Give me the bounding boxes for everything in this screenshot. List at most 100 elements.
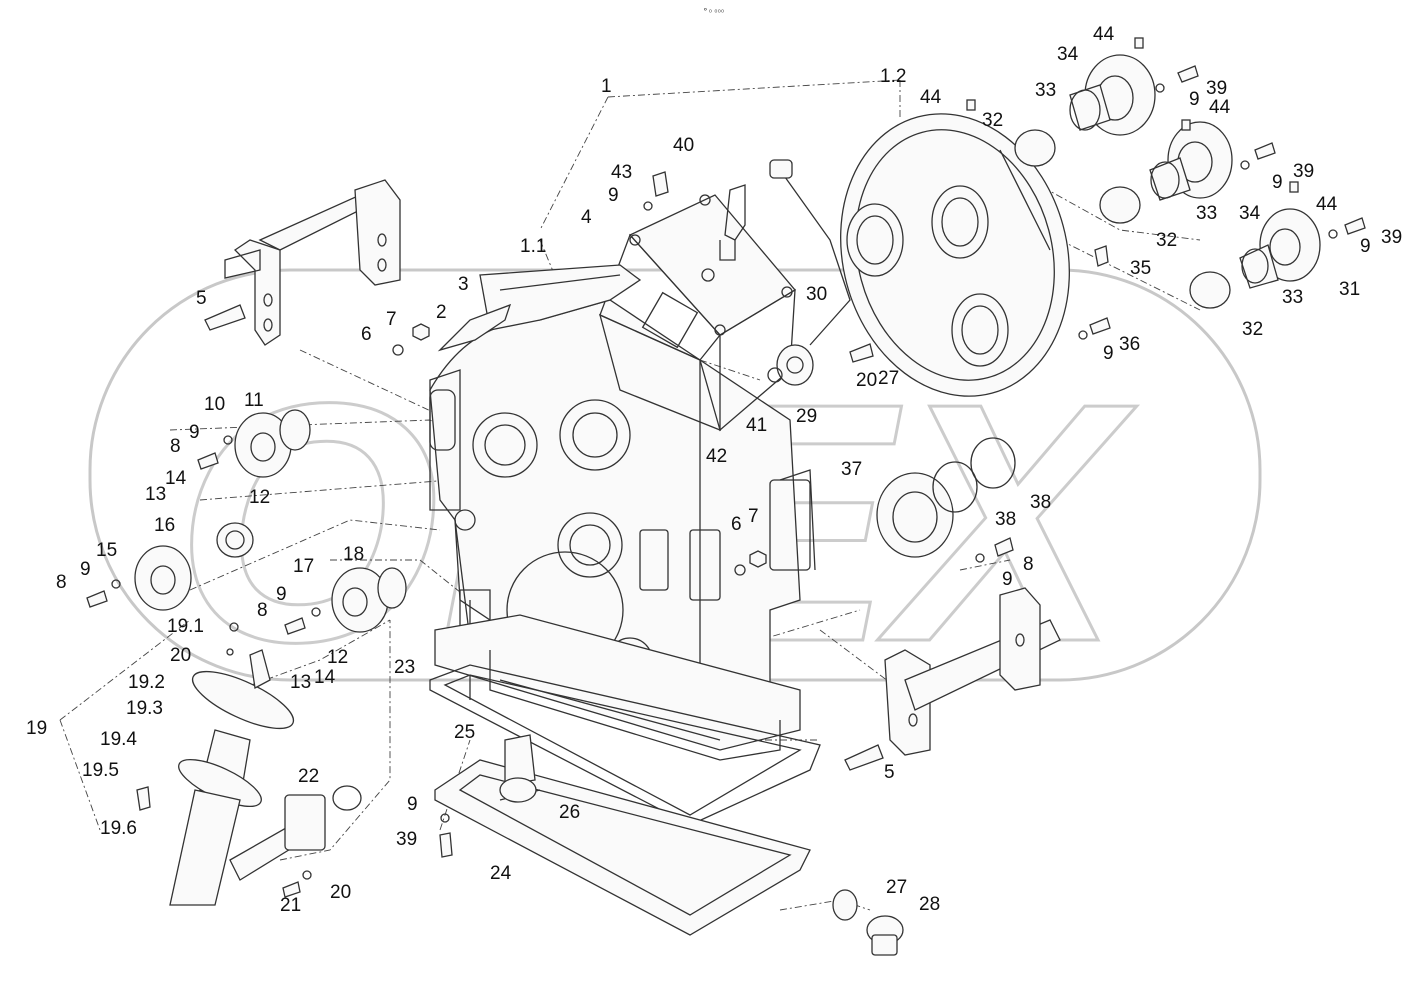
part-label-5: 5 (196, 288, 207, 309)
part-label-14: 14 (314, 667, 336, 688)
part-label-26: 26 (559, 802, 580, 823)
part-label-32: 32 (1156, 230, 1177, 251)
part-label-9: 9 (1002, 569, 1013, 590)
part-label-27: 27 (878, 368, 899, 389)
part-label-6: 6 (731, 514, 742, 535)
part-label-19-2: 19.2 (128, 672, 165, 693)
part-label-39: 39 (1293, 161, 1314, 182)
part-label-44: 44 (1316, 194, 1338, 215)
part-label-33: 33 (1196, 203, 1217, 224)
part-label-18: 18 (343, 544, 364, 565)
top-inspection-cover (599, 184, 796, 432)
part-label-24: 24 (490, 863, 512, 884)
part-label-13: 13 (290, 672, 311, 693)
flange-10 (234, 409, 311, 478)
part-label-34: 34 (1057, 44, 1079, 65)
part-label-10: 10 (204, 394, 225, 415)
part-label-1-2: 1.2 (880, 66, 906, 87)
part-label-25: 25 (454, 722, 475, 743)
part-label-19-4: 19.4 (100, 729, 137, 750)
part-label-32: 32 (1242, 319, 1263, 340)
part-label-44: 44 (920, 87, 942, 108)
gasket-23 (429, 664, 821, 826)
part-label-38: 38 (995, 509, 1016, 530)
large-side-cover (840, 113, 1070, 397)
part-label-5: 5 (884, 762, 895, 783)
part-label-38: 38 (1030, 492, 1051, 513)
left-mounting-bracket (224, 179, 401, 346)
part-label-9: 9 (1272, 172, 1283, 193)
part-label-4: 4 (581, 207, 592, 228)
flange-38 (876, 437, 1016, 558)
pickup-25-26 (499, 734, 537, 803)
part-label-19-1: 19.1 (167, 616, 204, 637)
part-label-21: 21 (280, 895, 301, 916)
part-label-33: 33 (1282, 287, 1303, 308)
bearing-cap-34-mid (1149, 121, 1233, 201)
part-label-19-6: 19.6 (100, 818, 137, 839)
part-label-43: 43 (611, 162, 632, 183)
part-label-42: 42 (706, 446, 727, 467)
part-label-9: 9 (189, 422, 200, 443)
part-label-34: 34 (1239, 203, 1261, 224)
seal-16 (216, 522, 254, 558)
part-label-9: 9 (1360, 236, 1371, 257)
part-label-28: 28 (919, 894, 940, 915)
part-label-20: 20 (170, 645, 191, 666)
part-label-9: 9 (1103, 343, 1114, 364)
part-label-19: 19 (26, 718, 47, 739)
part-label-9: 9 (1189, 89, 1200, 110)
part-label-6: 6 (361, 324, 372, 345)
part-label-23: 23 (394, 657, 415, 678)
part-label-12: 12 (249, 487, 270, 508)
part-label-41: 41 (746, 415, 767, 436)
fasteners (86, 37, 1366, 898)
bearing-cap-31 (1239, 208, 1321, 289)
part-label-17: 17 (293, 556, 314, 577)
bearing-cap-34-top (1069, 54, 1156, 136)
part-label-22: 22 (298, 766, 319, 787)
side-bracket-plate (437, 264, 642, 352)
part-label-19-3: 19.3 (126, 698, 163, 719)
part-label-40: 40 (673, 135, 694, 156)
part-label-12: 12 (327, 647, 348, 668)
part-label-8: 8 (170, 436, 181, 457)
part-labels: 1 1.2 1.1 2 3 4 5 5 6 6 7 7 8 8 8 8 9 9 … (26, 24, 1402, 916)
part-label-2: 2 (436, 302, 447, 323)
right-mounting-bracket (884, 587, 1061, 756)
header-mark: ⚬₀ ₀₀₀ (702, 5, 724, 14)
drain-plug-27-28 (832, 889, 904, 956)
part-label-27: 27 (886, 877, 907, 898)
part-label-39: 39 (1381, 227, 1402, 248)
part-label-1-1: 1.1 (520, 236, 546, 257)
bushings-32 (1014, 129, 1231, 309)
part-label-9: 9 (407, 794, 418, 815)
flange-15 (134, 545, 192, 611)
part-label-29: 29 (796, 406, 817, 427)
part-label-35: 35 (1130, 258, 1151, 279)
part-label-36: 36 (1119, 334, 1140, 355)
part-label-30: 30 (806, 284, 827, 305)
part-label-7: 7 (748, 506, 759, 527)
part-label-1: 1 (601, 76, 612, 97)
part-label-39: 39 (396, 829, 417, 850)
part-label-20: 20 (330, 882, 351, 903)
part-label-44: 44 (1209, 97, 1231, 118)
part-label-39: 39 (1206, 78, 1227, 99)
part-label-31: 31 (1339, 279, 1360, 300)
part-label-11: 11 (244, 390, 264, 411)
part-label-14: 14 (165, 468, 187, 489)
part-label-15: 15 (96, 540, 117, 561)
housing-base-flange (434, 614, 801, 761)
part-label-37: 37 (841, 459, 862, 480)
part-label-16: 16 (154, 515, 175, 536)
part-label-9: 9 (276, 584, 287, 605)
part-label-3: 3 (458, 274, 469, 295)
part-label-8: 8 (257, 600, 268, 621)
part-label-9: 9 (608, 185, 619, 206)
oil-pan-24 (434, 759, 811, 936)
part-label-33: 33 (1035, 80, 1056, 101)
oil-filter-19 (169, 649, 362, 906)
part-label-8: 8 (1023, 554, 1034, 575)
